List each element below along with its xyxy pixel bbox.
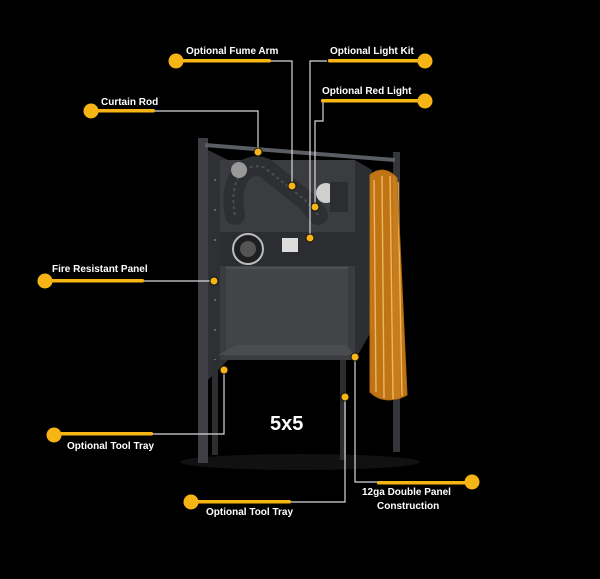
curtain-rod-bar — [204, 143, 396, 162]
callout-bars — [45, 59, 472, 504]
label-optional-tool-tray-left: Optional Tool Tray — [67, 441, 155, 452]
label-optional-light-kit: Optional Light Kit — [330, 46, 414, 57]
floor-shadow — [180, 454, 420, 470]
anchor-dots — [209, 147, 360, 402]
label-optional-tool-tray-bottom: Optional Tool Tray — [206, 507, 294, 518]
tool-tray-shelf — [218, 345, 355, 355]
label-double-panel-line2: Construction — [377, 501, 440, 512]
front-left-post — [198, 138, 208, 463]
label-fire-resistant-panel: Fire Resistant Panel — [52, 264, 148, 275]
label-curtain-rod: Curtain Rod — [101, 97, 159, 108]
label-optional-fume-arm: Optional Fume Arm — [186, 46, 279, 57]
label-double-panel-line1: 12ga Double Panel — [362, 487, 451, 498]
fume-arm-illustration — [223, 156, 348, 265]
back-panel-lower — [226, 262, 348, 356]
callout-end-dots — [37, 53, 480, 510]
right-side-panel — [355, 160, 372, 360]
leader-lines — [143, 60, 384, 503]
label-optional-red-light: Optional Red Light — [322, 86, 412, 97]
welding-curtain — [369, 169, 408, 401]
booth-size-label: 5x5 — [270, 413, 304, 435]
